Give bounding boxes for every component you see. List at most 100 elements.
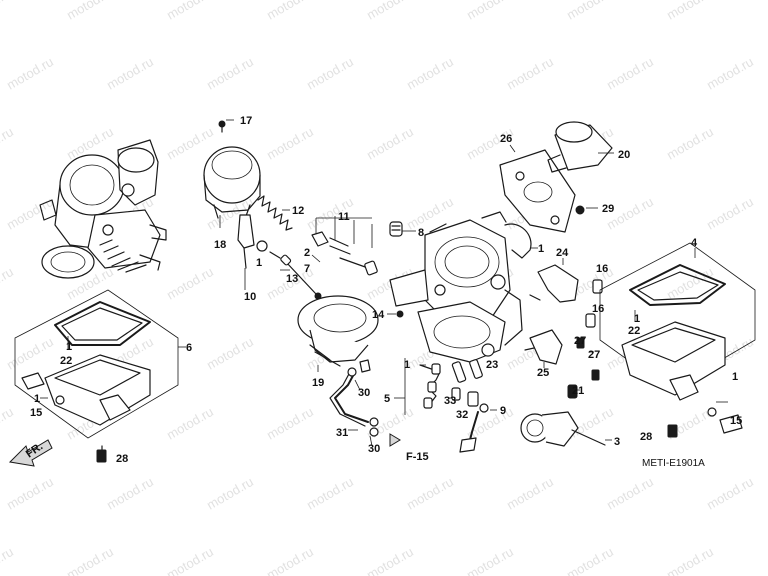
callout-29: 29 <box>602 203 614 215</box>
watermark-text: motod.ru <box>664 544 716 576</box>
watermark-text: motod.ru <box>604 54 656 93</box>
watermark-text: motod.ru <box>0 404 16 443</box>
watermark-text: motod.ru <box>4 54 56 93</box>
callout-1-body: 1 <box>538 243 544 255</box>
carburetor-body <box>389 211 523 363</box>
screw-27a <box>576 337 585 349</box>
callout-17: 17 <box>240 115 252 127</box>
watermark-text: motod.ru <box>164 0 216 23</box>
callout-21: 21 <box>572 385 584 397</box>
valve-assembly-3 <box>520 411 606 447</box>
front-direction-arrow <box>8 439 53 467</box>
callout-22-left: 22 <box>60 355 72 367</box>
diaphragm-piston <box>297 295 379 367</box>
watermark-text: motod.ru <box>0 124 16 163</box>
callout-14: 14 <box>372 309 385 321</box>
callout-1-rightplug: 1 <box>732 371 738 383</box>
callout-28-right: 28 <box>640 431 652 443</box>
watermark-text: motod.ru <box>104 54 156 93</box>
jet-set-11 <box>311 216 378 276</box>
watermark-text: motod.ru <box>164 124 216 163</box>
jet-needle-assembly <box>237 214 281 269</box>
callout-8: 8 <box>418 227 424 239</box>
callout-15-left: 15 <box>30 407 42 419</box>
clip-30b <box>369 427 379 437</box>
callout-24: 24 <box>556 247 569 259</box>
watermark-text: motod.ru <box>664 124 716 163</box>
callout-1-leftplug: 1 <box>34 393 40 405</box>
screw-27b <box>591 369 600 381</box>
spring-12 <box>257 195 293 231</box>
diagram-code: METI-E1901A <box>642 458 705 469</box>
callout-30b: 30 <box>368 443 380 455</box>
callout-27b: 27 <box>588 349 600 361</box>
callout-2: 2 <box>304 247 310 259</box>
watermark-text: motod.ru <box>704 54 756 93</box>
carburetor-assembly <box>39 139 167 279</box>
callout-30a: 30 <box>358 387 370 399</box>
callout-10: 10 <box>244 291 256 303</box>
callout-16a: 16 <box>596 263 608 275</box>
callout-33: 33 <box>444 395 456 407</box>
watermark-text: motod.ru <box>504 54 556 93</box>
watermark-text: motod.ru <box>204 54 256 93</box>
bracket-25 <box>524 329 563 365</box>
callout-18: 18 <box>214 239 226 251</box>
watermark-text: motod.ru <box>4 194 56 233</box>
callout-20: 20 <box>618 149 630 161</box>
callout-26: 26 <box>500 133 512 145</box>
watermark-text: motod.ru <box>404 54 456 93</box>
watermark-text: motod.ru <box>0 544 16 576</box>
watermark-text: motod.ru <box>404 474 456 513</box>
callout-27a: 27 <box>574 335 586 347</box>
callout-1-needle: 1 <box>256 257 262 269</box>
watermark-text: motod.ru <box>4 474 56 513</box>
watermark-text: motod.ru <box>64 0 116 23</box>
watermark-text: motod.ru <box>0 0 16 23</box>
watermark-text: motod.ru <box>704 474 756 513</box>
watermark-text: motod.ru <box>304 474 356 513</box>
watermark-text: motod.ru <box>564 0 616 23</box>
callout-23: 23 <box>486 359 498 371</box>
watermark-text: motod.ru <box>464 0 516 23</box>
callout-11: 11 <box>338 211 350 223</box>
watermark-text: motod.ru <box>364 124 416 163</box>
callout-31: 31 <box>336 427 348 439</box>
watermark-text: motod.ru <box>364 544 416 576</box>
watermark-text: motod.ru <box>304 54 356 93</box>
watermark-text: motod.ru <box>464 544 516 576</box>
pilot-screw-set <box>280 254 322 300</box>
callout-13: 13 <box>286 273 298 285</box>
callout-7: 7 <box>304 263 310 275</box>
callout-9: 9 <box>500 405 506 417</box>
callout-19: 19 <box>312 377 324 389</box>
air-cutoff-valve <box>499 121 613 233</box>
callout-28-left: 28 <box>116 453 128 465</box>
washer-14 <box>396 310 404 318</box>
watermark-text: motod.ru <box>264 0 316 23</box>
watermark-text: motod.ru <box>204 474 256 513</box>
fuel-hose <box>329 359 379 427</box>
reference-label: F-15 <box>406 451 429 463</box>
jet-set-5 <box>404 358 441 415</box>
callout-25: 25 <box>537 367 549 379</box>
watermark-text: motod.ru <box>64 544 116 576</box>
callout-22-right: 22 <box>628 325 640 337</box>
callout-1-jets: 1 <box>404 359 410 371</box>
screw-16a <box>592 279 603 294</box>
callout-1-right: 1 <box>634 313 640 325</box>
watermark-text: motod.ru <box>204 334 256 373</box>
watermark-text: motod.ru <box>364 0 416 23</box>
watermark-text: motod.ru <box>604 474 656 513</box>
callout-6: 6 <box>186 342 192 354</box>
vacuum-chamber-cover <box>203 120 261 219</box>
watermark-text: motod.ru <box>264 124 316 163</box>
callout-32: 32 <box>456 409 468 421</box>
watermark-text: motod.ru <box>504 474 556 513</box>
watermark-text: motod.ru <box>164 544 216 576</box>
callout-12: 12 <box>292 205 304 217</box>
callout-4: 4 <box>691 237 698 249</box>
watermark-text: motod.ru <box>0 264 16 303</box>
